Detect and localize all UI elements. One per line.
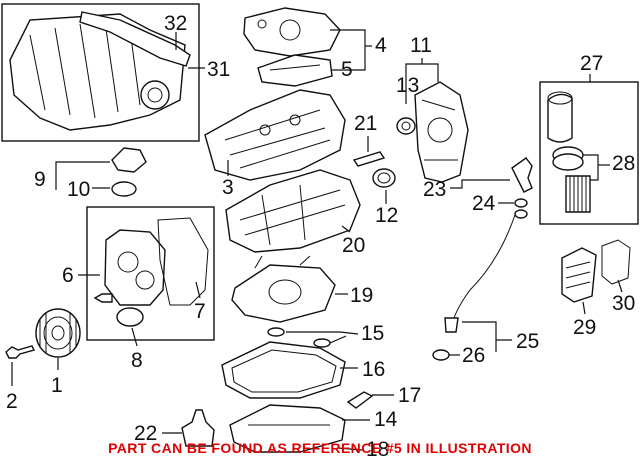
intake-manifold[interactable] [9, 13, 186, 131]
callout-19: 19 [350, 284, 373, 307]
callout-26: 26 [462, 344, 485, 367]
timing-chain-cover[interactable] [414, 81, 469, 183]
callout-30: 30 [612, 292, 635, 315]
callout-14: 14 [374, 408, 398, 431]
callout-15: 15 [361, 322, 384, 345]
callout-21: 21 [354, 112, 377, 135]
oil-filter-seals[interactable] [552, 146, 584, 171]
crankshaft-seal[interactable] [372, 168, 396, 188]
crankshaft-pulley[interactable] [35, 308, 81, 358]
callout-28: 28 [612, 152, 635, 175]
dipstick-tube-seal[interactable] [432, 349, 450, 361]
callout-8: 8 [131, 349, 143, 372]
callout-10: 10 [67, 178, 90, 201]
callout-12: 12 [375, 204, 398, 227]
intake-gasket[interactable] [79, 11, 191, 67]
callout-7: 7 [194, 300, 206, 323]
oil-filter-element[interactable] [565, 175, 591, 213]
oil-dipstick[interactable] [511, 157, 533, 193]
callout-20: 20 [342, 234, 365, 257]
drain-plug-17[interactable] [346, 391, 374, 409]
lower-oil-pan[interactable] [229, 404, 346, 453]
callout-11: 11 [410, 34, 432, 57]
timing-cover-gasket[interactable] [157, 217, 209, 306]
oil-cooler-gasket[interactable] [601, 239, 631, 285]
oil-pan-gasket[interactable] [221, 341, 346, 399]
callout-29: 29 [573, 316, 596, 339]
dipstick-seal[interactable] [514, 198, 528, 219]
oil-filter-housing[interactable] [547, 91, 573, 143]
callout-6: 6 [62, 264, 74, 287]
callout-22: 22 [134, 422, 157, 445]
sensor-21[interactable] [352, 151, 386, 167]
callout-2: 2 [6, 390, 18, 413]
cover-gasket[interactable] [257, 54, 333, 87]
camshaft-seal[interactable] [396, 117, 416, 135]
upper-oil-pan[interactable] [225, 169, 361, 253]
engine-cover[interactable] [243, 7, 341, 57]
oil-filler-cap[interactable] [111, 147, 147, 173]
cylinder-head[interactable] [204, 89, 346, 181]
timing-cover[interactable] [104, 229, 166, 306]
callout-3: 3 [222, 176, 234, 199]
callout-5: 5 [341, 58, 353, 81]
oil-baffle[interactable] [231, 255, 336, 323]
callout-18: 18 [366, 438, 389, 461]
callout-17: 17 [398, 384, 421, 407]
timing-cover-box [86, 206, 215, 341]
callout-13: 13 [396, 74, 419, 97]
pulley-bolt[interactable] [5, 345, 36, 359]
callout-27: 27 [580, 52, 603, 75]
dipstick-tube[interactable] [444, 211, 517, 333]
callout-23: 23 [423, 178, 446, 201]
callout-32: 32 [164, 12, 187, 35]
filler-cap-seal[interactable] [111, 181, 137, 197]
callout-4: 4 [375, 34, 387, 57]
callout-25: 25 [516, 330, 539, 353]
reference-notice: PART CAN BE FOUND AS REFERENCE #5 IN ILL… [108, 440, 532, 456]
intake-manifold-box [1, 3, 200, 142]
callout-31: 31 [207, 58, 230, 81]
callout-24: 24 [472, 192, 496, 215]
callout-1: 1 [51, 374, 63, 397]
oil-level-sensor[interactable] [181, 409, 215, 447]
callout-16: 16 [362, 358, 385, 381]
callout-9: 9 [34, 168, 46, 191]
timing-cover-seal[interactable] [116, 307, 144, 327]
oil-cooler[interactable] [561, 247, 597, 303]
timing-cover-bolt[interactable] [93, 293, 113, 303]
oil-filter-box [539, 81, 639, 225]
